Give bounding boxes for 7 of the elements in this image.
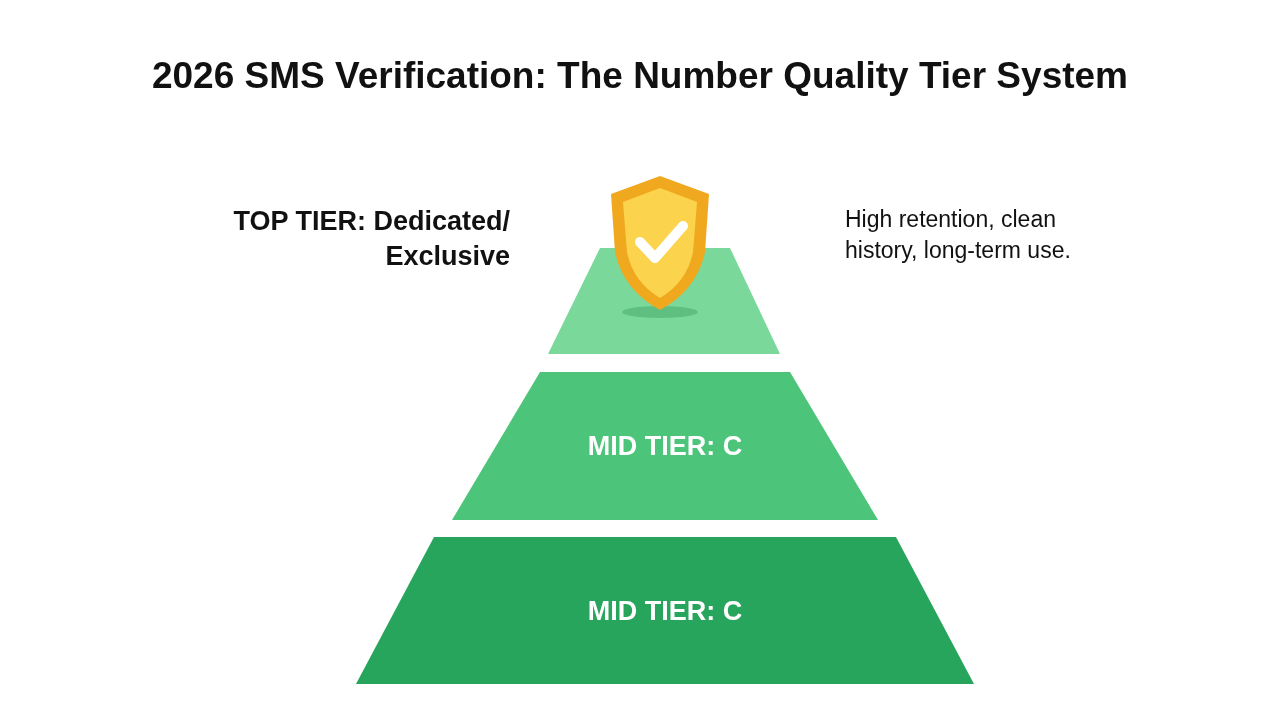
tier-label: MID TIER: C (586, 430, 744, 463)
pyramid-tier (356, 537, 974, 684)
title: 2026 SMS Verification: The Number Quality Tier System (150, 55, 1129, 97)
tier-label: MID TIER: C (586, 595, 744, 628)
tier-description: High retention, clean history, long-term use. (845, 205, 1072, 266)
pyramid-tier (452, 372, 878, 520)
tier-heading: TOP TIER: Dedicated/ Exclusive (232, 205, 510, 274)
